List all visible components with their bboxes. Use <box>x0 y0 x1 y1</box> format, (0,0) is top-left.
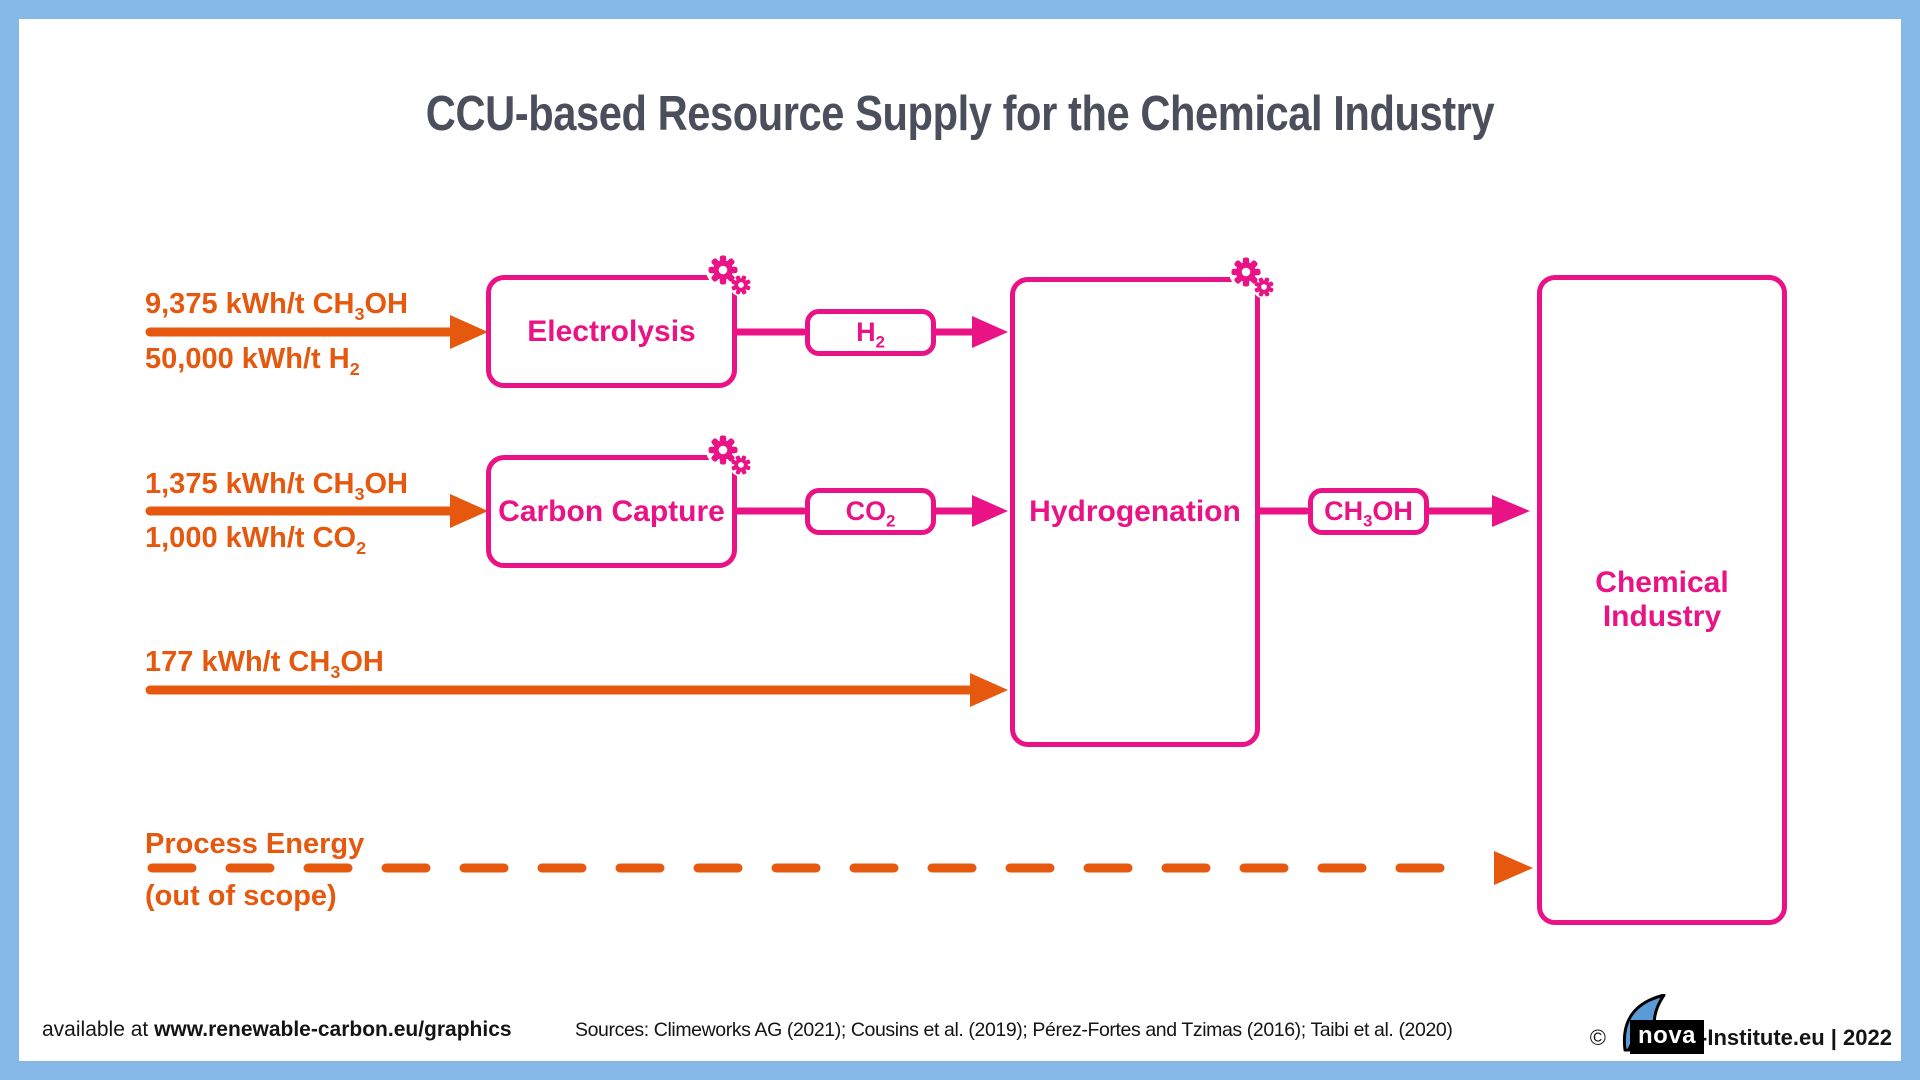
process-energy-note: (out of scope) <box>145 880 337 912</box>
box-electrolysis: Electrolysis <box>486 275 737 388</box>
input-label-electrolysis-energy: 9,375 kWh/t CH3OH <box>145 288 408 324</box>
process-energy-label: Process Energy <box>145 828 365 860</box>
gears-icon <box>706 253 753 297</box>
box-chemical-industry-label: Chemical Industry <box>1595 566 1729 633</box>
box-hydrogenation-label: Hydrogenation <box>1029 495 1241 528</box>
box-carbon-capture: Carbon Capture <box>486 455 737 568</box>
pill-h2: H2 <box>805 309 936 356</box>
available-url[interactable]: www.renewable-carbon.eu/graphics <box>154 1018 512 1041</box>
box-chemical-industry: Chemical Industry <box>1537 275 1787 925</box>
box-hydrogenation: Hydrogenation <box>1010 277 1260 747</box>
input-label-electrolysis-h2: 50,000 kWh/t H2 <box>145 343 360 379</box>
pill-ch3oh-label: CH3OH <box>1324 496 1413 531</box>
gears-icon <box>1229 255 1276 299</box>
nova-logo-text: nova <box>1630 1020 1705 1054</box>
box-carbon-capture-label: Carbon Capture <box>498 494 725 528</box>
footer-availability: available at www.renewable-carbon.eu/gra… <box>42 1018 512 1042</box>
pill-ch3oh: CH3OH <box>1308 488 1429 535</box>
pill-co2-label: CO2 <box>845 496 896 531</box>
pill-h2-label: H2 <box>856 317 885 352</box>
copyright-suffix: -Institute.eu | 2022 <box>1700 1025 1892 1050</box>
footer-sources: Sources: Climeworks AG (2021); Cousins e… <box>575 1019 1453 1041</box>
input-label-hydrogenation-energy: 177 kWh/t CH3OH <box>145 646 384 682</box>
gears-icon <box>706 433 753 477</box>
input-label-carboncapture-energy: 1,375 kWh/t CH3OH <box>145 468 408 504</box>
box-electrolysis-label: Electrolysis <box>527 314 696 348</box>
nova-institute-logo: nova <box>1614 994 1705 1056</box>
available-prefix: available at <box>42 1018 155 1041</box>
page-title: CCU-based Resource Supply for the Chemic… <box>425 87 1495 141</box>
pill-co2: CO2 <box>805 488 936 535</box>
input-label-carboncapture-co2: 1,000 kWh/t CO2 <box>145 522 367 558</box>
footer-copyright: © nova -Institute.eu | 2022 <box>1590 994 1892 1056</box>
copyright-symbol: © <box>1589 1025 1607 1050</box>
